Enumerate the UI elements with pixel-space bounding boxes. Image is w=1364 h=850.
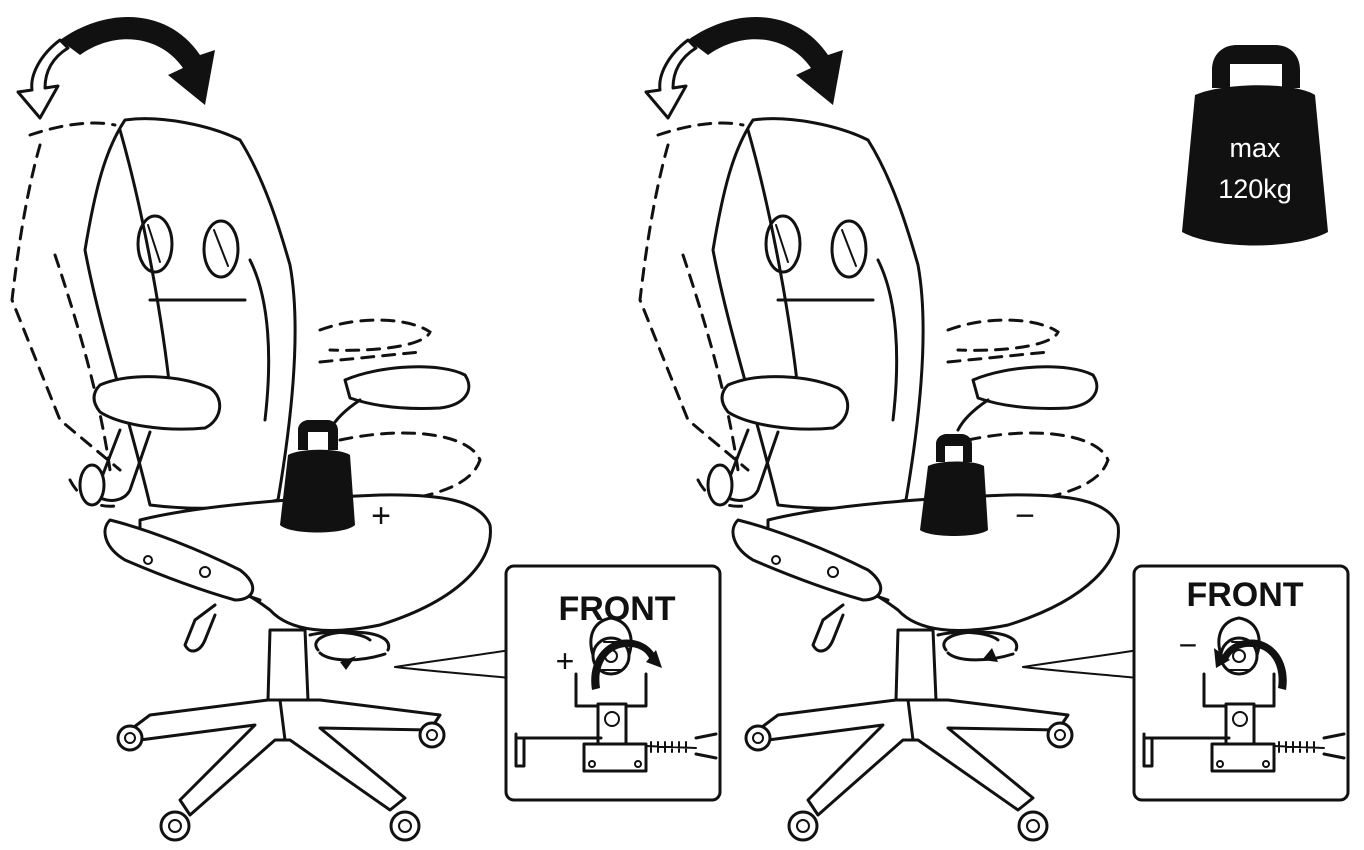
- tension-sign: +: [371, 497, 391, 535]
- panel-increase-tension: + FRONT +: [12, 17, 720, 840]
- max-weight-label: max: [1229, 133, 1281, 163]
- max-weight-badge: max 120kg: [1182, 45, 1328, 246]
- weight-icon: [920, 434, 988, 536]
- rotation-arrow-icon: [944, 632, 1017, 662]
- inset-sign: −: [1179, 627, 1198, 663]
- rotation-arrow-icon: [316, 632, 389, 670]
- inset-front-view: FRONT −: [1134, 566, 1348, 800]
- max-weight-value: 120kg: [1218, 174, 1292, 204]
- inset-front-view: FRONT +: [506, 566, 720, 800]
- office-chair-icon: [12, 17, 490, 840]
- weight-icon: [280, 420, 355, 533]
- inset-title: FRONT: [1186, 576, 1303, 614]
- tension-sign: −: [1015, 497, 1035, 535]
- inset-sign: +: [556, 643, 575, 679]
- inset-title: FRONT: [558, 590, 675, 628]
